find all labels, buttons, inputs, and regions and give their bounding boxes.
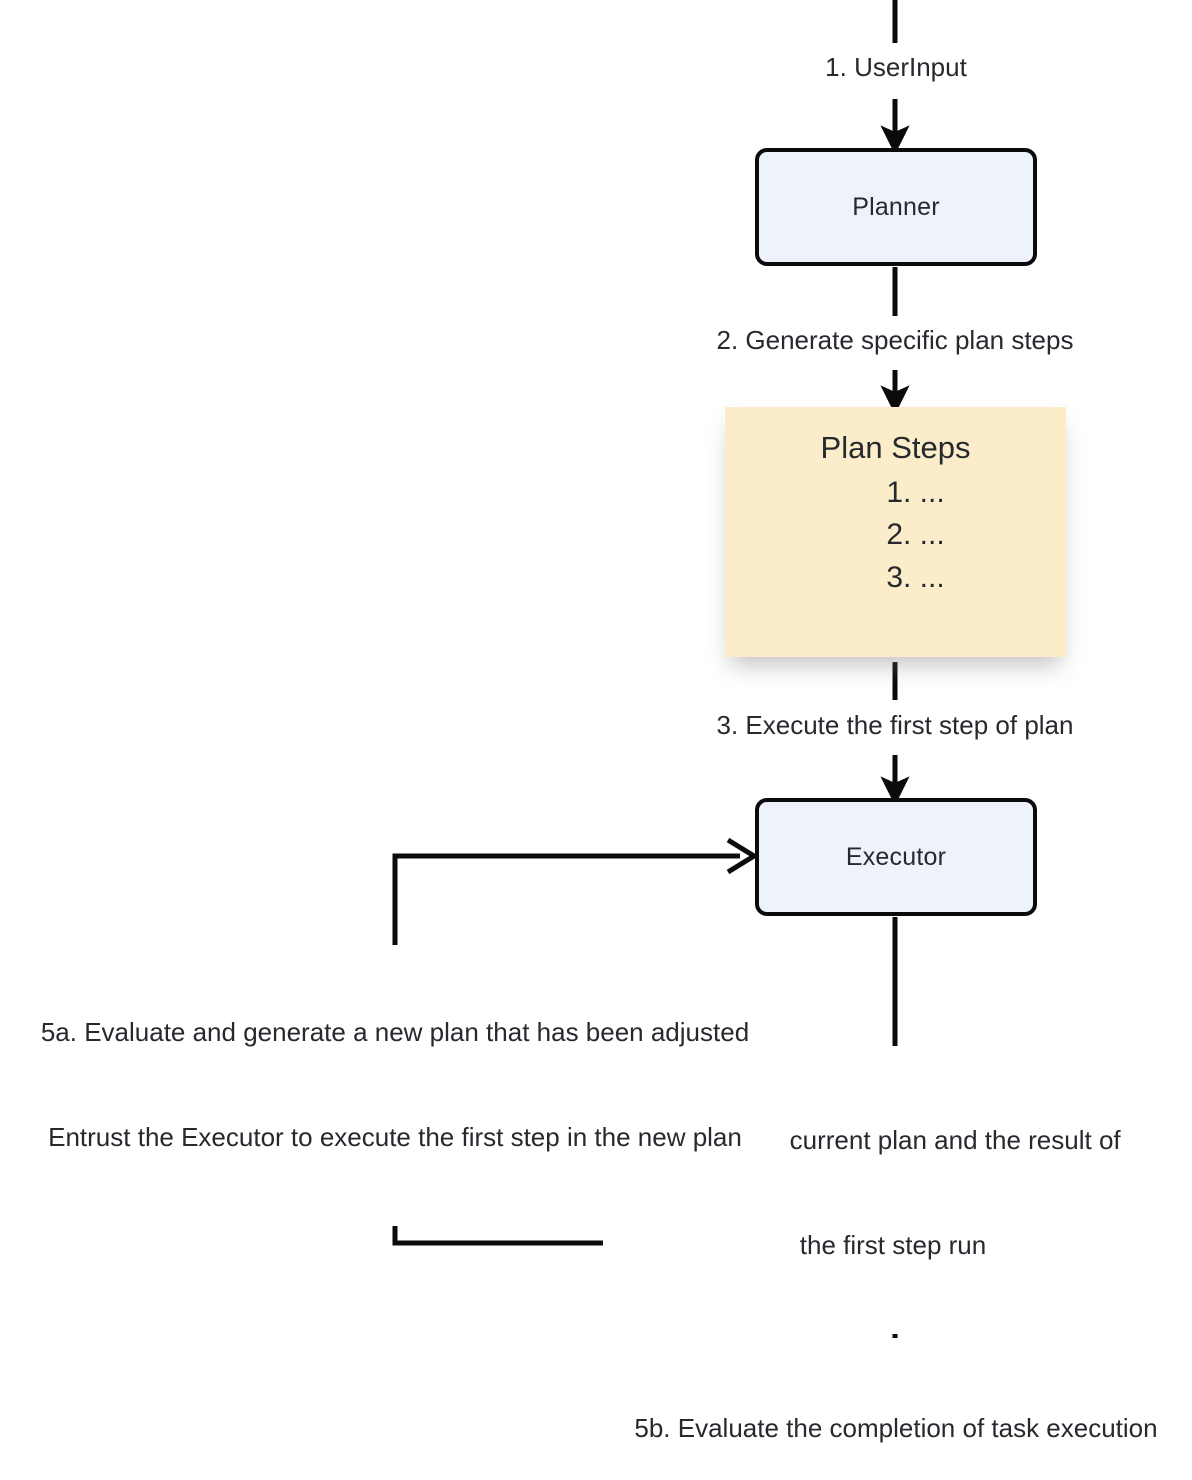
edge-label-task-completion: 5b. Evaluate the completion of task exec… [592, 1341, 1192, 1480]
edge-feedback-arrowhead [726, 837, 759, 875]
node-executor-label: Executor [845, 842, 947, 871]
plan-steps-title: Plan Steps [820, 430, 971, 465]
node-plan-steps-note[interactable]: Plan Steps 1. ... 2. ... 3. ... [725, 407, 1066, 657]
plan-step-3: 3. ... [886, 560, 945, 594]
edge-label-completion-line-1: 5b. Evaluate the completion of task exec… [634, 1413, 1158, 1444]
node-planner-label: Planner [852, 192, 940, 221]
edge-label-replan-feedback: 5a. Evaluate and generate a new plan tha… [0, 945, 790, 1226]
edge-label-user-input: 1. UserInput [796, 50, 996, 85]
edge-label-convey-line-2: the first step run [799, 1230, 987, 1261]
node-planner[interactable]: Planner [755, 148, 1037, 266]
edge-label-generate-plan-steps: 2. Generate specific plan steps [665, 323, 1125, 358]
plan-step-2: 2. ... [886, 518, 945, 552]
node-executor[interactable]: Executor [755, 798, 1037, 916]
edge-label-execute-first-step: 3. Execute the first step of plan [670, 708, 1120, 743]
edge-label-replan-line-1: 5a. Evaluate and generate a new plan tha… [40, 1017, 750, 1048]
edge-label-replan-line-2: Entrust the Executor to execute the firs… [48, 1122, 742, 1153]
plan-step-1: 1. ... [886, 475, 945, 509]
